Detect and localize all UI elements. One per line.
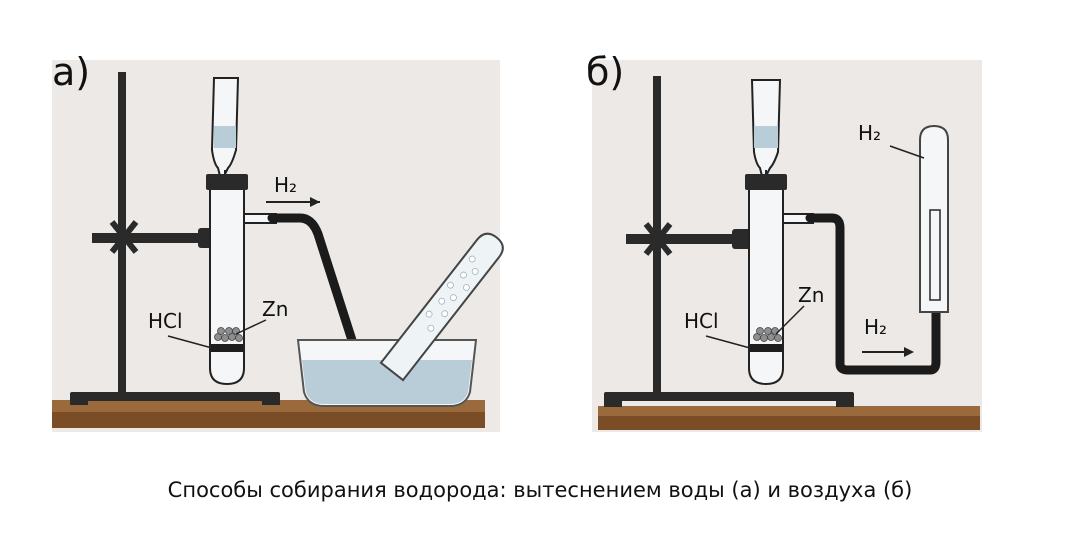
panel-b-h2-arrow-label: H₂ — [864, 315, 887, 339]
panel-a-acid-level — [211, 344, 243, 352]
panel-b-zinc-granules — [753, 327, 782, 342]
panel-a-collecting-tube — [379, 232, 504, 382]
panel-b-zn-pointer — [775, 305, 805, 335]
panel-b-table-front — [598, 416, 980, 430]
panel-a-zn-label: Zn — [262, 297, 288, 321]
panel-a-flask — [209, 179, 245, 386]
figure-svg: HCl Zn H₂ — [52, 60, 982, 432]
panel-b-letter: б) — [586, 50, 625, 94]
panel-b-inlet-tube — [929, 209, 941, 301]
panel-a-h2-label: H₂ — [274, 173, 297, 197]
panel-b-table-top — [598, 406, 980, 416]
panel-a-hcl-label: HCl — [148, 309, 183, 333]
panel-a: HCl Zn H₂ — [52, 60, 504, 432]
panel-a-clamp-arm — [92, 233, 227, 243]
panel-b-hcl-label: HCl — [684, 309, 719, 333]
panel-b-hcl-pointer — [705, 335, 751, 349]
panel-b-gas-arrow-head — [904, 347, 914, 357]
panel-a-water — [302, 360, 472, 404]
panel-b-acid-level — [750, 344, 782, 352]
panel-a-stopper — [206, 174, 248, 190]
panel-b-funnel-acid — [754, 126, 778, 148]
panel-b-clamp-knob — [643, 222, 673, 256]
panel-b-flask — [748, 179, 784, 386]
panel-b: HCl Zn H₂ H₂ — [592, 60, 982, 432]
panel-b-stand-base — [604, 392, 854, 401]
panel-a-stand-base — [70, 392, 280, 401]
panel-a-clamp-knob — [109, 220, 139, 254]
panel-a-table-front — [52, 412, 485, 428]
panel-a-letter: а) — [52, 50, 91, 94]
panel-a-hcl-pointer — [167, 335, 213, 349]
figure-caption: Способы собирания водорода: вытеснением … — [167, 478, 913, 502]
panel-a-gas-arrow-head — [310, 197, 320, 207]
panel-b-clamp-arm — [626, 234, 756, 244]
panel-b-h2-tube-label: H₂ — [858, 121, 881, 145]
panel-a-stand-foot-left — [70, 399, 88, 405]
panel-b-stand-foot-right — [836, 399, 854, 407]
panel-a-zinc-granules — [214, 327, 243, 342]
panel-a-funnel-acid — [214, 126, 236, 148]
panel-b-stopper — [745, 174, 787, 190]
panel-a-zn-pointer — [235, 319, 267, 335]
panel-b-zn-label: Zn — [798, 283, 824, 307]
panel-b-stand-foot-left — [604, 399, 622, 407]
panel-a-stand-foot-right — [262, 399, 280, 405]
panel-b-rubber-hose — [805, 213, 941, 375]
panel-b-h2-tube-pointer — [889, 145, 925, 159]
